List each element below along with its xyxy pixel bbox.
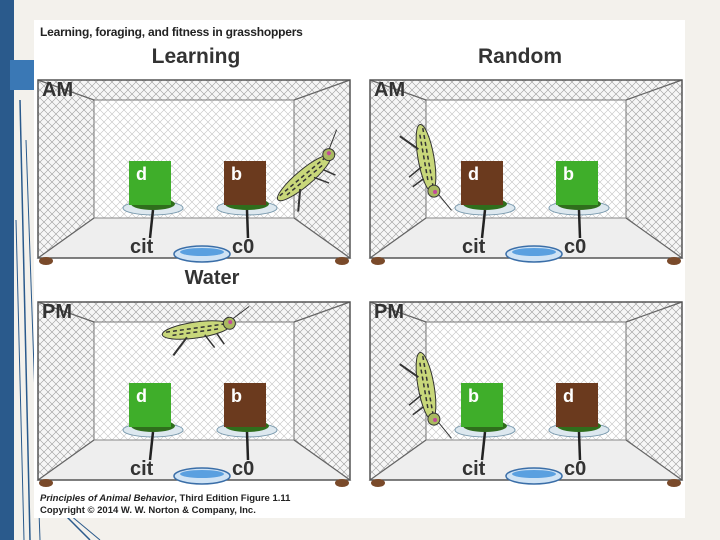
left-dish-label: cit	[462, 458, 486, 480]
left-dish-label: cit	[130, 236, 154, 258]
copyright: Copyright © 2014 W. W. Norton & Company,…	[40, 505, 256, 516]
right-dish-label: c0	[232, 458, 255, 480]
right-dish-label: c0	[564, 458, 587, 480]
grasshopper-icon	[276, 129, 338, 212]
left-dish-label: cit	[462, 236, 486, 258]
cage-drawing	[36, 79, 352, 265]
left-dish-label: cit	[130, 458, 154, 480]
grasshopper-icon	[399, 123, 452, 211]
column-heading-learning: Learning	[151, 45, 241, 68]
time-of-day-label: AM	[374, 79, 406, 101]
cage-panel-random-pm: PM b d cit c0	[368, 300, 684, 490]
water-label: Water	[184, 267, 240, 289]
grasshopper-icon	[399, 351, 452, 439]
right-scent-card: b	[556, 161, 598, 205]
figure: Learning, foraging, and fitness in grass…	[34, 20, 685, 518]
left-scent-card: b	[461, 383, 503, 427]
left-scent-card: d	[129, 383, 171, 427]
time-of-day-label: PM	[42, 301, 72, 323]
cage-drawing	[36, 301, 352, 487]
column-heading-random: Random	[478, 45, 562, 68]
grasshopper-icon	[161, 305, 250, 357]
right-dish-label: c0	[232, 236, 255, 258]
cage-panel-learning-am: AM d b cit c0	[36, 78, 352, 268]
book-title: Principles of Animal Behavior	[40, 493, 175, 504]
left-scent-card: d	[461, 161, 503, 205]
right-scent-card: b	[224, 161, 266, 205]
right-scent-card: b	[224, 383, 266, 427]
right-dish-label: c0	[564, 236, 587, 258]
time-of-day-label: PM	[374, 301, 404, 323]
cage-panel-random-am: AM d b cit c0	[368, 78, 684, 268]
figure-title: Learning, foraging, and fitness in grass…	[40, 25, 303, 39]
figure-number: , Third Edition Figure 1.11	[174, 493, 291, 504]
figure-credit: Principles of Animal Behavior, Third Edi…	[40, 493, 290, 517]
cage-drawing	[368, 79, 684, 265]
time-of-day-label: AM	[42, 79, 74, 101]
right-scent-card: d	[556, 383, 598, 427]
left-scent-card: d	[129, 161, 171, 205]
cage-panel-learning-pm: PM d b cit c0	[36, 300, 352, 490]
cage-drawing	[368, 301, 684, 487]
